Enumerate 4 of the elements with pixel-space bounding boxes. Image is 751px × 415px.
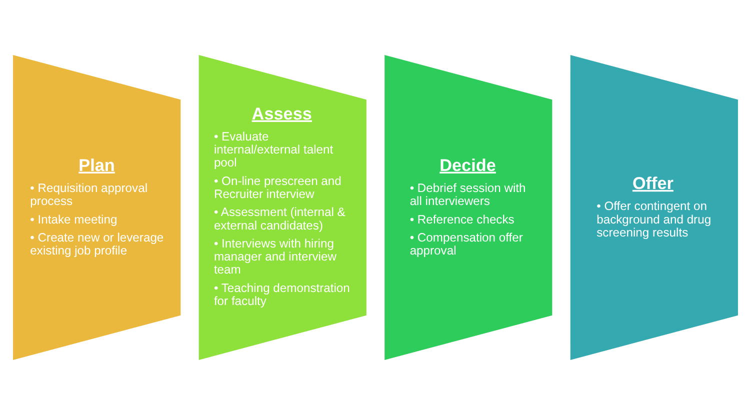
node-box: Decide • Debrief session with all interviewers • Reference checks • Compensation offer approval xyxy=(384,55,552,360)
node-box: Assess • Evaluate internal/external talent pool • On-line prescreen and Recruiter interview • Assessment (internal & external candidates) • Interviews with hiring manager and interview team • Teaching demonstration for faculty xyxy=(198,55,366,360)
node-box: Plan • Requisition approval process • Intake meeting • Create new or leverage existing job profile xyxy=(13,55,181,360)
node-box: Offer • Offer contingent on background and drug screening results xyxy=(570,55,738,360)
